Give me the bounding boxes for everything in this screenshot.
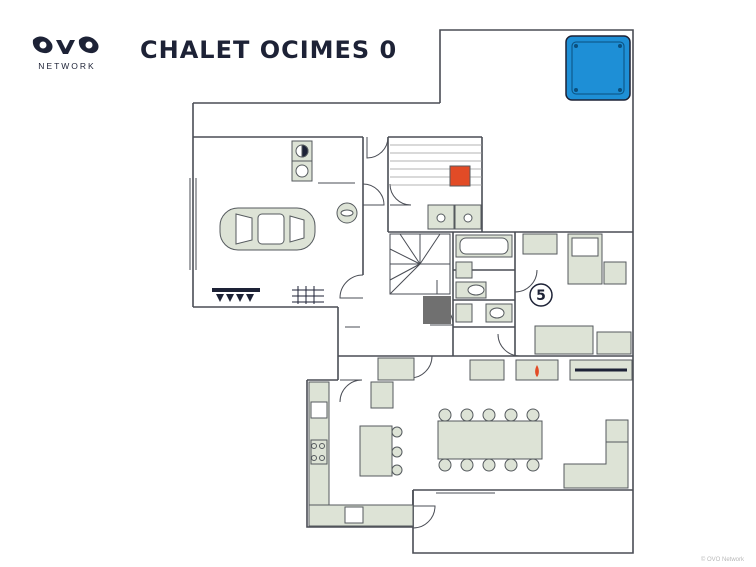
fireplace-icon <box>535 365 539 377</box>
ovo-network-logo[interactable]: NETWORK <box>30 34 104 74</box>
jacuzzi <box>565 35 631 101</box>
washer-dryer-icon <box>291 140 313 182</box>
bathroom <box>455 234 513 323</box>
spiral-stairs <box>389 233 451 324</box>
kitchen <box>308 381 414 527</box>
living-furniture <box>370 357 633 409</box>
page-title: CHALET OCIMES 0 <box>140 36 398 64</box>
ski-boots-icon <box>292 286 324 304</box>
bedroom <box>522 233 632 355</box>
room-number-badge <box>529 283 553 307</box>
boiler-icon <box>336 202 358 224</box>
dining-table <box>437 408 543 472</box>
bar-stools <box>391 426 403 476</box>
copyright: © OVO Network <box>700 557 744 563</box>
ovo-logo-icon <box>32 36 99 54</box>
ski-rack-icon <box>212 288 260 302</box>
room-number-label: 5 <box>536 288 546 304</box>
sofa <box>563 419 629 489</box>
electric-panel-icon <box>449 165 471 187</box>
brand-name: NETWORK <box>38 61 96 71</box>
sinks-icon <box>427 204 482 230</box>
car-icon <box>219 207 316 251</box>
windows <box>189 178 495 494</box>
